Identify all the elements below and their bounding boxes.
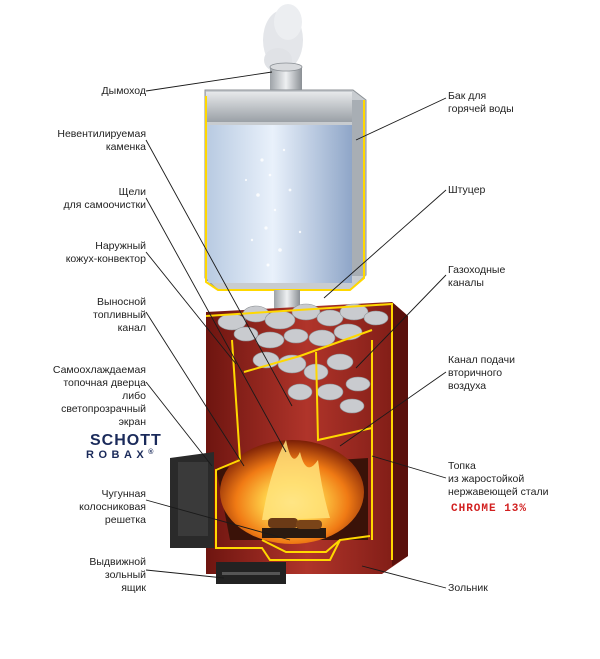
label-casing: Наружный кожух-конвектор: [65, 240, 146, 265]
label-tank: Бак для горячей воды: [448, 90, 514, 115]
brand-robax: ROBAX: [86, 449, 149, 461]
label-fuel-channel: Выносной топливный канал: [93, 296, 146, 334]
label-grate: Чугунная колосниковая решетка: [79, 488, 146, 526]
label-door: Самоохлаждаемая топочная дверца либо све…: [52, 364, 146, 428]
label-ash-pit: Зольник: [448, 582, 488, 594]
stove-body: [170, 302, 408, 584]
label-slots: Щели для самоочистки: [63, 186, 146, 211]
label-air-channel: Канал подачи вторичного воздуха: [448, 354, 516, 392]
label-stones: Невентилируемая каменка: [57, 128, 146, 153]
label-firebox: Топка из жаростойкой нержавеющей стали: [448, 460, 549, 498]
label-gas-channels: Газоходные каналы: [448, 264, 506, 289]
label-fitting: Штуцер: [448, 184, 486, 196]
steel-grade-label: CHROME 13%: [451, 503, 528, 515]
brand-robax-line: ROBAX®: [86, 449, 153, 461]
steam: [263, 4, 303, 72]
label-chimney: Дымоход: [101, 85, 146, 97]
leader-lines: [145, 71, 447, 589]
water-tank: [204, 89, 367, 291]
brand-schott: SCHOTT: [90, 432, 162, 449]
brand-registered-mark: ®: [148, 449, 154, 456]
label-ash-box: Выдвижной зольный ящик: [89, 556, 146, 594]
